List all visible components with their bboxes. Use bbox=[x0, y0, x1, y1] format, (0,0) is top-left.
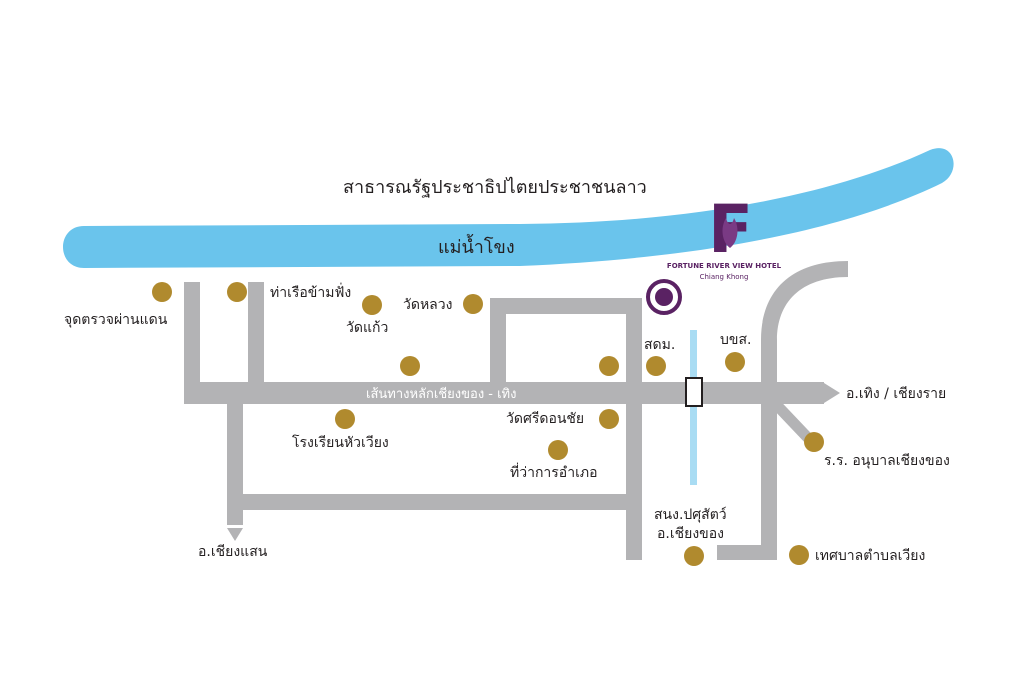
label-wat-kaew: วัดแก้ว bbox=[346, 320, 388, 336]
canal bbox=[690, 330, 697, 485]
poi-markers bbox=[152, 282, 824, 566]
hotel-name: FORTUNE RIVER VIEW HOTEL bbox=[667, 262, 782, 270]
poi-dot-post-office[interactable] bbox=[646, 356, 666, 376]
poi-dot-school[interactable] bbox=[335, 409, 355, 429]
poi-dot-wat-sri-don-chai[interactable] bbox=[599, 409, 619, 429]
label-livestock-office-2: อ.เชียงของ bbox=[657, 526, 724, 542]
label-wat-luang: วัดหลวง bbox=[403, 297, 452, 313]
road-loop-right bbox=[626, 298, 642, 560]
road-loop-left bbox=[490, 298, 506, 390]
main-road-label: เส้นทางหลักเชียงของ - เทิง bbox=[366, 386, 516, 402]
road-network bbox=[184, 261, 848, 560]
poi-dot-unnamed-1[interactable] bbox=[400, 356, 420, 376]
label-district-office: ที่ว่าการอำเภอ bbox=[510, 463, 598, 481]
river-label: แม่น้ำโขง bbox=[438, 234, 515, 258]
country-label: สาธารณรัฐประชาธิปไตยประชาชนลาว bbox=[343, 176, 647, 198]
poi-dot-district-office[interactable] bbox=[548, 440, 568, 460]
poi-dot-checkpoint[interactable] bbox=[152, 282, 172, 302]
east-arrow bbox=[824, 383, 840, 403]
hotel-marker-icon[interactable] bbox=[646, 279, 682, 315]
label-wat-sri-don-chai: วัดศรีดอนชัย bbox=[506, 411, 584, 427]
label-kindergarten: ร.ร. อนุบาลเชียงของ bbox=[824, 453, 950, 469]
hotel-location: Chiang Khong bbox=[700, 273, 749, 281]
poi-dot-wat-kaew[interactable] bbox=[362, 295, 382, 315]
direction-east-label: อ.เทิง / เชียงราย bbox=[846, 386, 946, 402]
poi-dot-bus-company[interactable] bbox=[725, 352, 745, 372]
label-bus-company: บขส. bbox=[720, 332, 751, 348]
poi-dot-unnamed-2[interactable] bbox=[599, 356, 619, 376]
road-loop-top bbox=[490, 298, 640, 314]
poi-dot-municipality[interactable] bbox=[789, 545, 809, 565]
label-post-office: สดม. bbox=[644, 337, 675, 353]
poi-dot-ferry-pier[interactable] bbox=[227, 282, 247, 302]
label-school: โรงเรียนหัวเวียง bbox=[292, 434, 389, 451]
poi-dot-livestock-office[interactable] bbox=[684, 546, 704, 566]
poi-dot-wat-luang[interactable] bbox=[463, 294, 483, 314]
road-south-west bbox=[227, 395, 243, 525]
direction-south-label: อ.เชียงแสน bbox=[198, 544, 268, 560]
hotel-marker-center bbox=[655, 288, 673, 306]
poi-dot-kindergarten[interactable] bbox=[804, 432, 824, 452]
label-municipality: เทศบาลตำบลเวียง bbox=[815, 548, 925, 564]
hotel-logo: F bbox=[708, 191, 753, 268]
road-lower-loop bbox=[227, 494, 641, 510]
road-pier bbox=[248, 282, 264, 392]
road-checkpoint bbox=[184, 282, 200, 392]
bridge-icon bbox=[685, 377, 703, 407]
label-ferry-pier: ท่าเรือข้ามฟั่ง bbox=[270, 283, 351, 301]
label-livestock-office-1: สนง.ปศุสัตว์ bbox=[654, 506, 727, 523]
main-road bbox=[184, 382, 824, 404]
label-checkpoint: จุดตรวจผ่านแดน bbox=[64, 312, 168, 328]
road-kindergarten-spur bbox=[766, 394, 812, 442]
lotus-icon bbox=[722, 218, 738, 248]
south-arrow bbox=[227, 528, 243, 541]
